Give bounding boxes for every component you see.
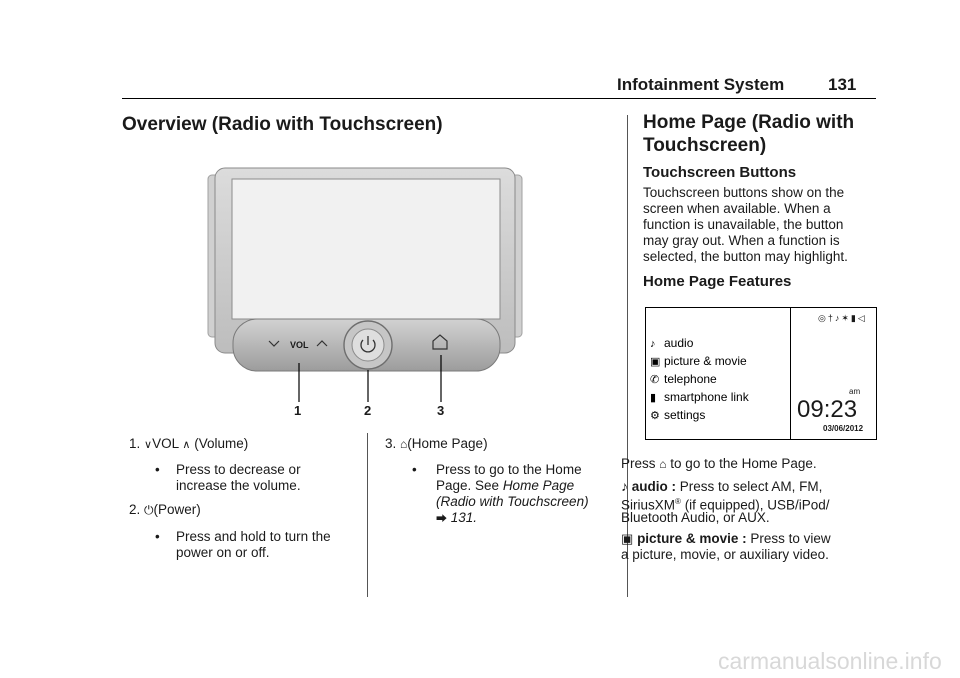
item-2-bullet-line1: Press and hold to turn the	[176, 529, 331, 544]
screen-menu-settings[interactable]: ⚙settings	[650, 408, 706, 422]
home-icon: ⌂	[400, 437, 408, 451]
smartphone-icon: ▮	[650, 392, 657, 404]
screen-ampm: am	[849, 387, 861, 396]
home-page-screen: ◎†♪✶▮◁ ♪audio ▣picture & movie ✆telephon…	[645, 307, 877, 440]
audio-desc-line3: Bluetooth Audio, or AUX.	[621, 510, 770, 525]
page-ref-icon: ⮕	[436, 513, 447, 525]
left-title: Overview (Radio with Touchscreen)	[122, 114, 443, 135]
music-note-icon: ♪	[650, 338, 656, 350]
screen-menu-picture-movie[interactable]: ▣picture & movie	[650, 354, 747, 368]
right-title-line1: Home Page (Radio with	[643, 112, 855, 133]
bullet-icon: •	[412, 462, 417, 477]
screen-divider	[790, 308, 791, 439]
audio-label: audio :	[631, 479, 677, 494]
gear-icon: ⚙	[650, 410, 660, 422]
item-3-bullet-line2: Page. See Home Page	[436, 478, 574, 494]
item-2-number: 2.	[129, 502, 141, 517]
home-icon: ⌂	[659, 457, 667, 471]
header-rule	[122, 98, 876, 99]
phone-icon: ✆	[650, 374, 660, 386]
music-note-icon: ♪	[621, 478, 628, 494]
picture-desc-line1: ▣ picture & movie : Press to view	[621, 531, 831, 546]
subheading-touchscreen-buttons: Touchscreen Buttons	[643, 164, 797, 181]
item-1-bullet-line2: increase the volume.	[176, 478, 301, 493]
para1-line2: screen when available. When a	[643, 201, 831, 216]
item-3-suffix: (Home Page)	[407, 436, 488, 451]
bullet-icon: •	[155, 462, 160, 477]
press-home-line: Press ⌂ to go to the Home Page.	[621, 456, 817, 471]
screen-date: 03/06/2012	[823, 424, 864, 433]
screen-menu-audio[interactable]: ♪audio	[650, 336, 694, 350]
column-divider	[367, 433, 368, 597]
para1-line5: selected, the button may highlight.	[643, 249, 848, 264]
item-2-bullet-line2: power on or off.	[176, 545, 270, 560]
status-icons: ◎†♪✶▮◁	[818, 313, 867, 323]
audio-desc-line1: ♪ audio : Press to select AM, FM,	[621, 478, 823, 494]
item-3-ref-page[interactable]: ⮕ 131.	[436, 510, 478, 525]
para1-line4: may gray out. When a function is	[643, 233, 840, 248]
item-1-number: 1.	[129, 436, 141, 451]
item-1-suffix: (Volume)	[194, 436, 249, 451]
page-number: 131	[828, 75, 857, 94]
callout-3: 3	[437, 403, 445, 418]
item-3-ref-1[interactable]: Home Page	[502, 478, 575, 493]
section-title: Infotainment System	[617, 75, 785, 94]
screen-menu-telephone[interactable]: ✆telephone	[650, 372, 717, 386]
item-3-see: Page. See	[436, 478, 503, 493]
item-3-bullet-line1: Press to go to the Home	[436, 462, 582, 477]
subheading-home-page-features: Home Page Features	[643, 273, 792, 290]
chevron-down-icon: ∨	[144, 439, 153, 451]
item-3-ref-2[interactable]: (Radio with Touchscreen)	[436, 494, 589, 509]
picture-icon: ▣	[650, 356, 661, 368]
column-divider	[627, 115, 628, 597]
item-3-number: 3.	[385, 436, 397, 451]
item-1-bullet-line1: Press to decrease or	[176, 462, 301, 477]
screen-menu-smartphone-link[interactable]: ▮smartphone link	[650, 390, 749, 404]
callout-2: 2	[364, 403, 372, 418]
chevron-up-icon: ∧	[182, 439, 191, 451]
power-icon: ⏻	[144, 503, 154, 517]
radio-illustration	[207, 167, 523, 402]
para1-line1: Touchscreen buttons show on the	[643, 185, 845, 200]
item-2-suffix: (Power)	[153, 502, 201, 517]
picture-desc-line2: a picture, movie, or auxiliary video.	[621, 547, 829, 562]
item-1-label: VOL	[152, 436, 179, 451]
watermark: carmanualsonline.info	[718, 648, 942, 674]
para1-line3: function is unavailable, the button	[643, 217, 844, 232]
picture-icon: ▣	[621, 531, 634, 546]
picture-label: picture & movie :	[637, 531, 747, 546]
callout-1: 1	[294, 403, 302, 418]
bullet-icon: •	[155, 529, 160, 544]
right-title-line2: Touchscreen)	[643, 135, 767, 156]
screen-time: 09:23	[797, 396, 858, 423]
radio-figure	[205, 165, 525, 420]
audio-desc-line2: SiriusXM® (if equipped), USB/iPod/	[621, 497, 830, 513]
item-2: 2. ⏻(Power)	[129, 502, 201, 518]
vol-label: VOL	[290, 340, 309, 350]
item-3: 3. ⌂(Home Page)	[385, 436, 488, 452]
item-1: 1. ∨VOL ∧ (Volume)	[129, 436, 248, 453]
